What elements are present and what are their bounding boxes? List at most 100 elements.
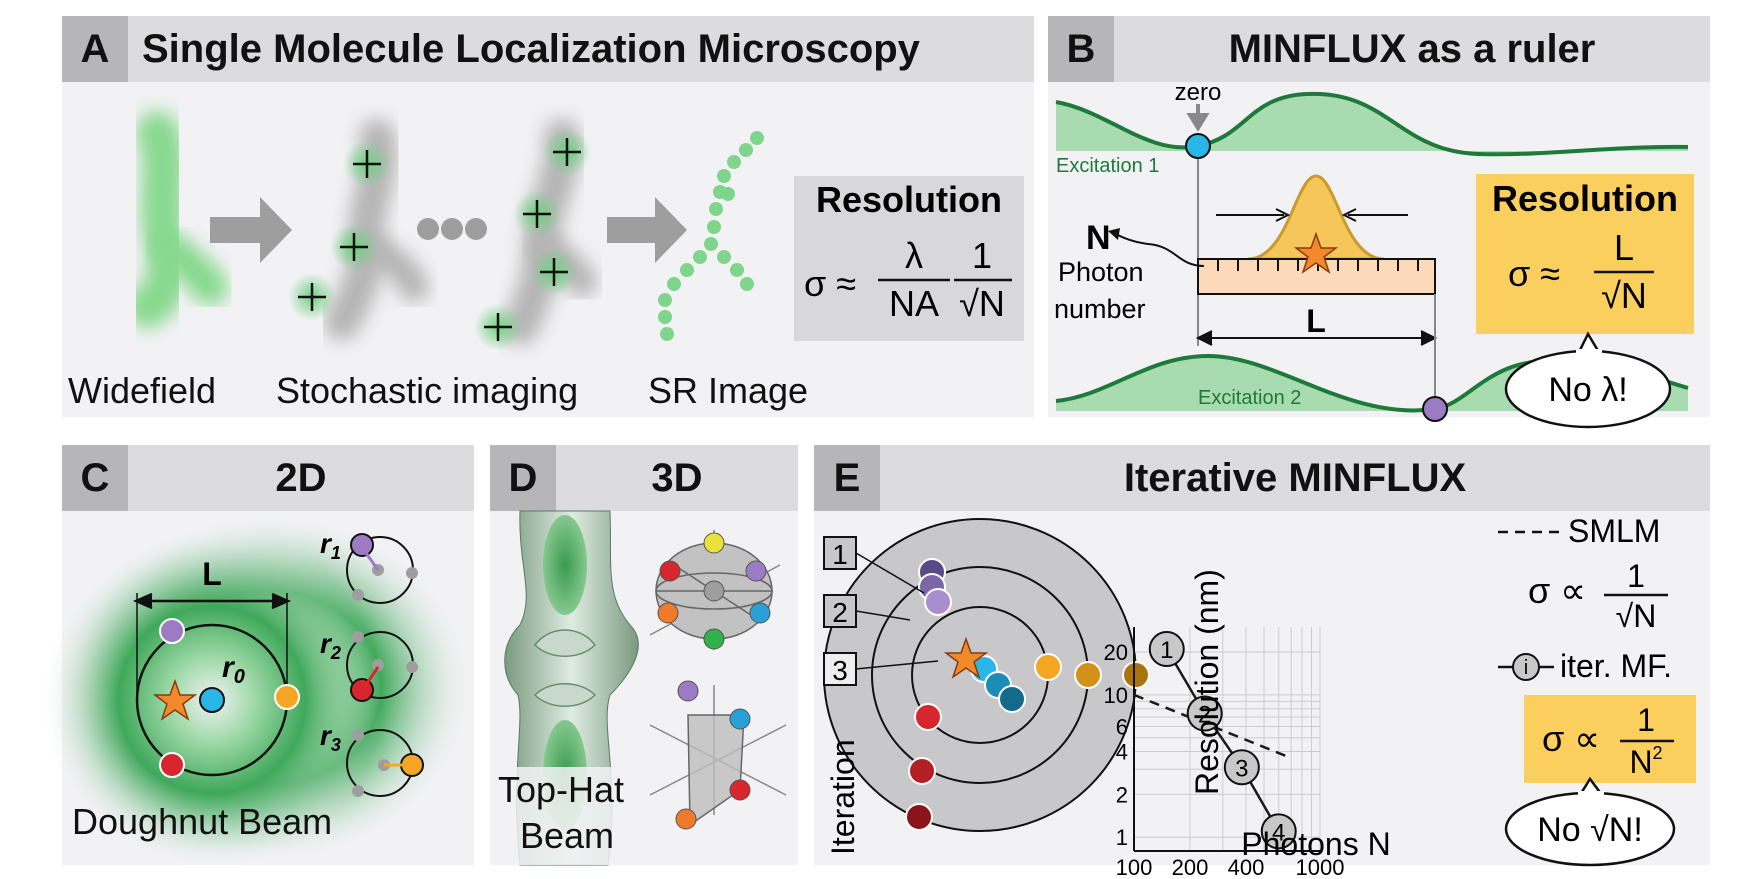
panel-c-illustration: L r0 r1 r2 r3: [42, 511, 474, 870]
one-symbol: 1: [972, 235, 992, 276]
zero-point-2: [1422, 396, 1448, 422]
chart-marker-label: 3: [1235, 755, 1248, 782]
panel-e: E Iterative MINFLUX 1: [814, 445, 1710, 879]
smlm-formula-lhs: σ ∝: [1528, 570, 1586, 611]
panel-a-illustration: Resolution σ ≈ λ NA 1 √N: [126, 111, 1024, 351]
svg-text:i: i: [1524, 657, 1528, 679]
chart-ytick-label: 4: [1116, 740, 1128, 765]
smlm-legend-label: SMLM: [1568, 513, 1660, 549]
exposure-orange: [274, 684, 300, 710]
resolution-lhs: σ ≈: [1508, 253, 1560, 294]
3d-exposure-ellipsoid: [649, 530, 781, 650]
excitation-1-curve: [1056, 93, 1688, 155]
sqrt-n-symbol: √N: [959, 283, 1005, 324]
sqrt-n-denominator: √N: [1601, 275, 1647, 316]
l-numerator: L: [1614, 227, 1634, 268]
smlm-formula-num: 1: [1627, 558, 1645, 594]
sr-image-label: SR Image: [648, 370, 809, 411]
iteration-box-3: 3: [823, 652, 939, 686]
panel-b-header: [1048, 16, 1710, 82]
panel-b: B MINFLUX as a ruler Excitation 1 zero N…: [1048, 16, 1710, 429]
zero-point-1: [1185, 133, 1211, 159]
bubble-text: No λ!: [1548, 371, 1627, 409]
panel-a: A Single Molecule Localization Microscop…: [62, 16, 1034, 417]
chart-marker-label: 4: [1272, 819, 1285, 846]
number-label: number: [1054, 294, 1146, 324]
mf-formula-box: [1524, 695, 1696, 783]
stochastic-imaging-label: Stochastic imaging: [276, 370, 579, 411]
chart-xtick-label: 100: [1116, 855, 1153, 879]
iteration-box-1: 1: [823, 536, 925, 594]
chart-marker: [1186, 695, 1223, 732]
excitation-2-label: Excitation 2: [1198, 387, 1301, 409]
chart-ytick-label: 6: [1116, 714, 1128, 739]
panel-d-title: 3D: [651, 456, 703, 500]
chart-ylabel: Resolution (nm): [1189, 569, 1225, 795]
l-label: L: [1306, 303, 1326, 339]
mf-formula-num: 1: [1637, 702, 1655, 738]
chart-ytick-label: 10: [1104, 683, 1128, 708]
chart-ytick-label: 20: [1104, 640, 1128, 665]
panel-a-title: Single Molecule Localization Microscopy: [142, 27, 920, 71]
chart-ytick-label: 1: [1116, 825, 1128, 850]
exposure-blue: [199, 687, 225, 713]
mf-legend-marker: [1512, 653, 1540, 681]
top-hat-caption-bg: [490, 767, 620, 865]
chart-series-smlm: [1133, 693, 1292, 760]
localization-cross-icon: [484, 138, 581, 341]
panel-c: C 2D L r0 r1: [42, 445, 474, 870]
iteration-box-2: 2: [823, 594, 911, 628]
panel-c-title: 2D: [275, 456, 327, 500]
curved-arrow-icon: [1115, 233, 1205, 267]
na-symbol: NA: [889, 283, 939, 324]
excitation-1-label: Excitation 1: [1056, 155, 1159, 177]
resolution-lhs: σ ≈: [804, 263, 856, 304]
r2-diagram: r2: [320, 628, 418, 702]
chart-marker: [1260, 813, 1297, 850]
mf-formula-lhs: σ ∝: [1542, 718, 1600, 759]
distance-arrow: [132, 592, 292, 610]
top-hat-label-line1: Top-Hat: [498, 769, 625, 810]
sr-image-dots: [658, 131, 764, 341]
chart-xtick-label: 200: [1172, 855, 1209, 879]
chart-ytick-label: 2: [1116, 782, 1128, 807]
psf-gaussian: [1247, 174, 1385, 261]
chart-xtick-label: 400: [1228, 855, 1265, 879]
star-icon: [943, 636, 989, 679]
chart-marker-label: 2: [1198, 702, 1211, 729]
doughnut-beam-label: Doughnut Beam: [72, 801, 333, 842]
iteration-label: Iteration: [825, 739, 861, 855]
resolution-box: [1476, 174, 1694, 334]
widefield-label: Widefield: [68, 370, 217, 411]
ruler-ticks: [1217, 259, 1419, 271]
fwhm-arrows: [1216, 208, 1408, 222]
arrow-right-icon: [607, 197, 687, 263]
down-arrow-icon: [1186, 104, 1210, 132]
photon-label: Photon: [1058, 257, 1144, 287]
smlm-formula-den: √N: [1616, 598, 1657, 634]
ellipsis-dots-icon: [417, 218, 487, 240]
panel-c-header: [62, 445, 474, 511]
exposure-red: [159, 752, 185, 778]
panel-e-title: Iterative MINFLUX: [1123, 456, 1467, 500]
panel-b-title: MINFLUX as a ruler: [1228, 27, 1596, 71]
panel-e-letter: E: [814, 445, 880, 511]
mf-formula-den: N2: [1629, 743, 1662, 780]
bubble-text: No √N!: [1537, 811, 1643, 849]
localization-cross-icon: [298, 150, 381, 311]
panel-e-header: [814, 445, 1710, 511]
n-label: N: [1086, 219, 1111, 257]
panel-b-letter: B: [1048, 16, 1114, 82]
chart-marker: [1148, 631, 1185, 668]
chart-marker-label: 1: [1160, 637, 1173, 664]
svg-text:2: 2: [832, 597, 848, 628]
chart-series-iter-mf: [1165, 648, 1280, 832]
chart-xtick-label: 1000: [1296, 855, 1345, 879]
panel-d: D 3D: [490, 445, 798, 866]
resolution-title: Resolution: [1492, 178, 1678, 219]
svg-text:r2: r2: [320, 628, 341, 663]
panel-b-illustration: Excitation 1 zero N Photon number L Exci…: [1054, 79, 1694, 429]
